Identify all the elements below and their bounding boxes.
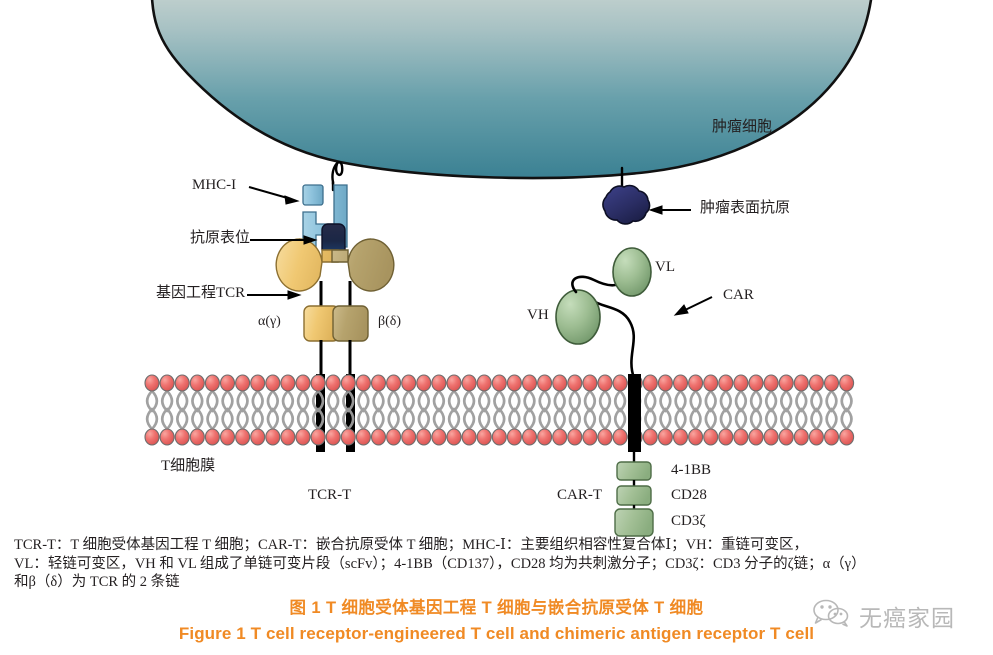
label-car: CAR <box>723 287 754 303</box>
label-antigen-epitope: 抗原表位 <box>190 230 251 246</box>
watermark-text: 无癌家园 <box>859 604 955 631</box>
domain-cd3zeta-shape <box>614 508 654 537</box>
label-vl: VL <box>655 259 675 275</box>
caption-line: TCR-T：T 细胞受体基因工程 T 细胞；CAR-T：嵌合抗原受体 T 细胞；… <box>14 537 809 553</box>
domain-cd28-shape <box>616 485 652 506</box>
vh-domain <box>555 289 601 345</box>
arrow-tumor-antigen <box>648 205 691 215</box>
label-mhc-i: MHC-I <box>192 177 237 193</box>
vl-domain <box>612 247 652 297</box>
label-beta-chain: β(δ) <box>378 314 402 329</box>
label-tumor-cell: 肿瘤细胞 <box>712 119 773 135</box>
label-cd28: CD28 <box>671 487 707 503</box>
arrow-mhc-i <box>248 186 300 205</box>
car-hinge <box>590 298 636 380</box>
caption-line: 和β（δ）为 TCR 的 2 条链 <box>14 574 180 590</box>
arrow-car <box>673 296 713 316</box>
car-transmembrane <box>628 374 641 452</box>
label-4-1bb: 4-1BB <box>671 462 712 478</box>
tumor-surface-antigen-shape <box>602 184 651 225</box>
caption-line: VL：轻链可变区，VH 和 VL 组成了单链可变片段（scFv）；4-1BB（C… <box>14 555 866 572</box>
arrow-antigen-epitope <box>250 235 318 245</box>
label-engineered-tcr: 基因工程TCR <box>156 285 246 301</box>
b2-microglobulin-square <box>302 184 324 206</box>
car-receptor <box>555 247 654 537</box>
label-tumor-surface-antigen: 肿瘤表面抗原 <box>700 200 791 216</box>
domain-4-1bb-shape <box>616 461 652 481</box>
label-vh: VH <box>527 307 549 323</box>
watermark: 无癌家园 <box>812 598 955 633</box>
mhc-tether <box>331 161 344 192</box>
wechat-bubble-icon <box>812 598 852 633</box>
label-cd3zeta: CD3ζ <box>671 513 706 529</box>
tumor-cell-body <box>150 0 873 180</box>
leader-arrows <box>247 186 713 316</box>
figure-caption: TCR-T：T 细胞受体基因工程 T 细胞；CAR-T：嵌合抗原受体 T 细胞；… <box>14 536 979 592</box>
t-cell-membrane <box>144 374 855 446</box>
figure-title-english: Figure 1 T cell receptor-engineered T ce… <box>178 624 815 643</box>
label-tcr-t: TCR-T <box>308 487 352 503</box>
figure-title-chinese: 图 1 T 细胞受体基因工程 T 细胞与嵌合抗原受体 T 细胞 <box>289 599 704 617</box>
label-car-t: CAR-T <box>557 487 602 503</box>
arrow-engineered-tcr <box>247 290 302 300</box>
label-t-cell-membrane: T细胞膜 <box>161 458 216 474</box>
label-alpha-chain: α(γ) <box>258 314 281 329</box>
